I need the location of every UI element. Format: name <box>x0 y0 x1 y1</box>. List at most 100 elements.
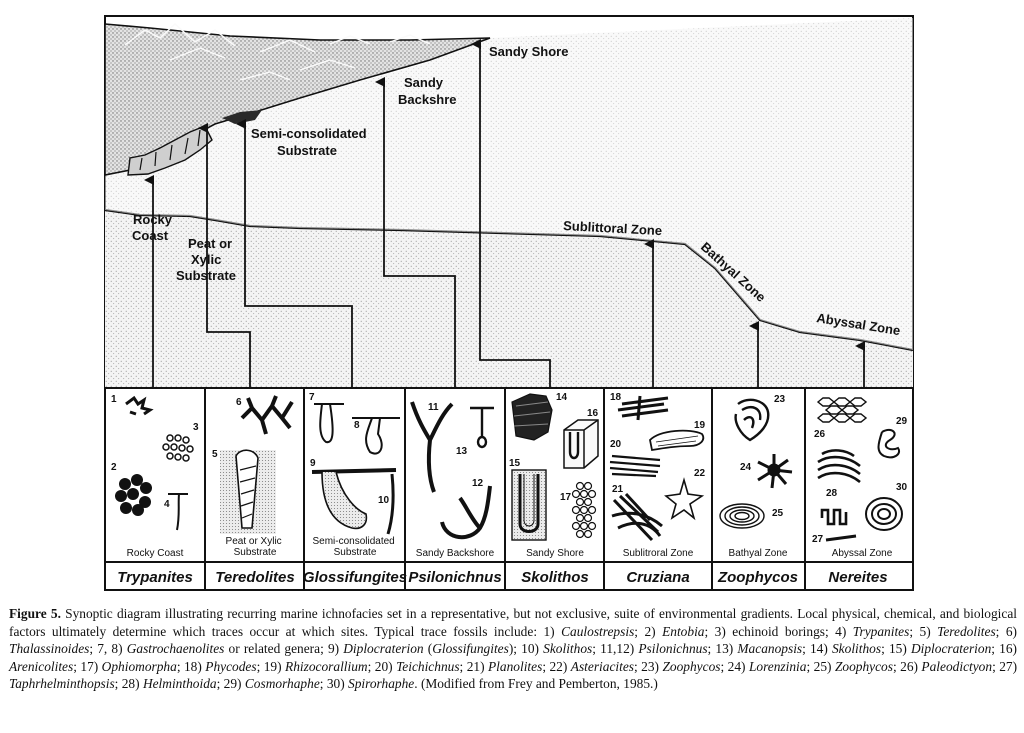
trace-lorenzinia <box>757 454 793 489</box>
caption-genus-name: Teichichnus <box>396 658 460 674</box>
arrow-sandy-shore <box>471 39 551 388</box>
trace-spirorhaphe <box>865 497 904 531</box>
trace-diplocraterion-15 <box>511 469 547 541</box>
panel-environment-label: Sandy Shore <box>526 548 584 559</box>
panel-cruziana: 18 19 20 21 22 Sublitroral Zone Cruziana <box>609 392 706 586</box>
trace-number: 22 <box>694 468 706 479</box>
panel-teredolites: 6 5 Peat or Xylic Substrate Teredolites <box>212 395 295 586</box>
mountain-outlines <box>124 23 431 81</box>
trace-number: 14 <box>556 392 568 403</box>
caption-text: ; 6) <box>995 623 1018 639</box>
trace-psilonichnus-11 <box>410 401 454 493</box>
caption-genus-name: Teredolites <box>937 623 996 639</box>
panel-environment-label: Abyssal Zone <box>832 548 893 559</box>
trace-skolithos-14 <box>511 393 553 441</box>
ichnofacies-name: Teredolites <box>215 569 294 586</box>
rhizocorallium-spreite <box>655 435 699 447</box>
caption-genus-name: Entobia <box>662 623 705 639</box>
trace-phycodes <box>617 395 669 421</box>
trace-entobia <box>115 474 152 516</box>
trace-number: 16 <box>587 408 599 419</box>
trace-asteriacites <box>664 477 705 521</box>
caption-text: Synoptic diagram illustrating recurring … <box>9 606 1018 639</box>
caption-text: ; 22) <box>542 658 571 674</box>
panel-trypanites: 1 3 2 4 Rocky Coast Trypanites <box>111 394 199 586</box>
caption-text: ; 24) <box>720 658 749 674</box>
caption-genus-name: Skolithos <box>831 641 882 657</box>
caption-text: ; 14) <box>802 641 832 657</box>
trace-number: 10 <box>378 495 390 506</box>
caption-genus-name: Diplocraterion <box>343 641 424 657</box>
trace-number: 1 <box>111 394 117 405</box>
trace-zoophycos-23 <box>734 398 770 442</box>
trace-diplocraterion <box>321 471 368 530</box>
panel-grid <box>105 387 913 590</box>
panel-environment-label: Bathyal Zone <box>729 548 788 559</box>
panel-environment-label: Sandy Backshore <box>416 548 495 559</box>
caption-genus-name: Arenicolites <box>9 658 74 674</box>
trace-number: 4 <box>164 499 170 510</box>
panel-glossifungites: 7 8 9 10 Semi-consolidated Substrate Glo… <box>303 392 407 586</box>
caption-text: ); 10) <box>508 641 544 657</box>
panel-environment-label: Semi-consolidated Substrate <box>312 536 397 558</box>
caption-text: ; 25) <box>806 658 835 674</box>
trace-number: 23 <box>774 394 786 405</box>
panel-environment-label: Peat or Xylic Substrate <box>226 536 285 558</box>
label-peat-substrate: Peat or Xylic Substrate <box>176 236 236 283</box>
caption-genus-name: Diplocraterion <box>910 641 992 657</box>
trace-taphrhelminthopsis <box>820 508 848 526</box>
trace-gastrochaenolites-7 <box>314 403 344 444</box>
caption-genus-name: Zoophycos <box>662 658 721 674</box>
trace-number: 2 <box>111 462 117 473</box>
ichnofacies-name: Cruziana <box>626 569 689 586</box>
caption-figure-label: Figure 5. <box>9 606 61 621</box>
caption-genus-name: Lorenzinia <box>748 658 807 674</box>
caption-genus-name: Thalassinoides <box>9 641 90 657</box>
ichnofacies-name: Zoophycos <box>717 569 798 586</box>
ichnofacies-name: Trypanites <box>117 569 193 586</box>
trace-number: 18 <box>610 392 622 403</box>
trace-number: 21 <box>612 484 624 495</box>
trace-number: 26 <box>814 429 826 440</box>
trace-number: 6 <box>236 397 242 408</box>
sediment-stipple <box>105 210 913 388</box>
trace-number: 19 <box>694 420 706 431</box>
panel-zoophycos: 23 24 25 Bathyal Zone Zoophycos <box>717 394 798 586</box>
arrow-peat <box>198 123 251 388</box>
caption-text: . (Modified from Frey and Pemberton, 198… <box>414 676 658 692</box>
trace-number: 5 <box>212 449 218 460</box>
panel-psilonichnus: 11 13 12 Sandy Backshore Psilonichnus <box>408 401 502 586</box>
trace-number: 29 <box>896 416 908 427</box>
caption-text: ; 30) <box>319 676 349 692</box>
ichnofacies-name: Nereites <box>828 569 887 586</box>
caption-genus-name: Ophiomorpha <box>101 658 177 674</box>
arrow-sandy-backshore <box>375 77 456 388</box>
connector-arrows <box>144 39 865 388</box>
trace-number: 27 <box>812 534 824 545</box>
panel-skolithos: 14 16 15 17 Sandy Shore Skolithos <box>509 392 599 586</box>
caption-text: ; 18) <box>176 658 206 674</box>
trace-thalassinoides <box>240 395 294 435</box>
caption-text: ; 5) <box>909 623 938 639</box>
caption-text: ; 3) echinoid borings; 4) <box>704 623 853 639</box>
caption-text: ; 23) <box>634 658 663 674</box>
ichnofacies-name: Skolithos <box>521 569 589 586</box>
caption-text: or related genera; 9) <box>224 641 344 657</box>
caption-genus-name: Skolithos <box>543 641 593 657</box>
trace-echinoid-borings <box>162 434 194 462</box>
trace-planolites <box>611 492 663 542</box>
caption-body: Synoptic diagram illustrating recurring … <box>9 606 1017 691</box>
trace-cosmorhaphe <box>877 428 900 459</box>
caption-genus-name: Caulostrepsis <box>561 623 635 639</box>
caption-text: ( <box>423 641 433 657</box>
caption-genus-name: Trypanites <box>852 623 910 639</box>
trace-macanopsis <box>470 406 494 449</box>
caption-genus-name: Gastrochaenolites <box>126 641 225 657</box>
trace-skolithos-10 <box>386 473 395 535</box>
caption-genus-name: Planolites <box>488 658 543 674</box>
trace-number: 13 <box>456 446 468 457</box>
caption-text: ; 20) <box>367 658 397 674</box>
caption-genus-name: Taphrhelminthopsis <box>9 676 115 692</box>
caption-genus-name: Zoophycos <box>834 658 893 674</box>
trace-number: 9 <box>310 458 316 469</box>
